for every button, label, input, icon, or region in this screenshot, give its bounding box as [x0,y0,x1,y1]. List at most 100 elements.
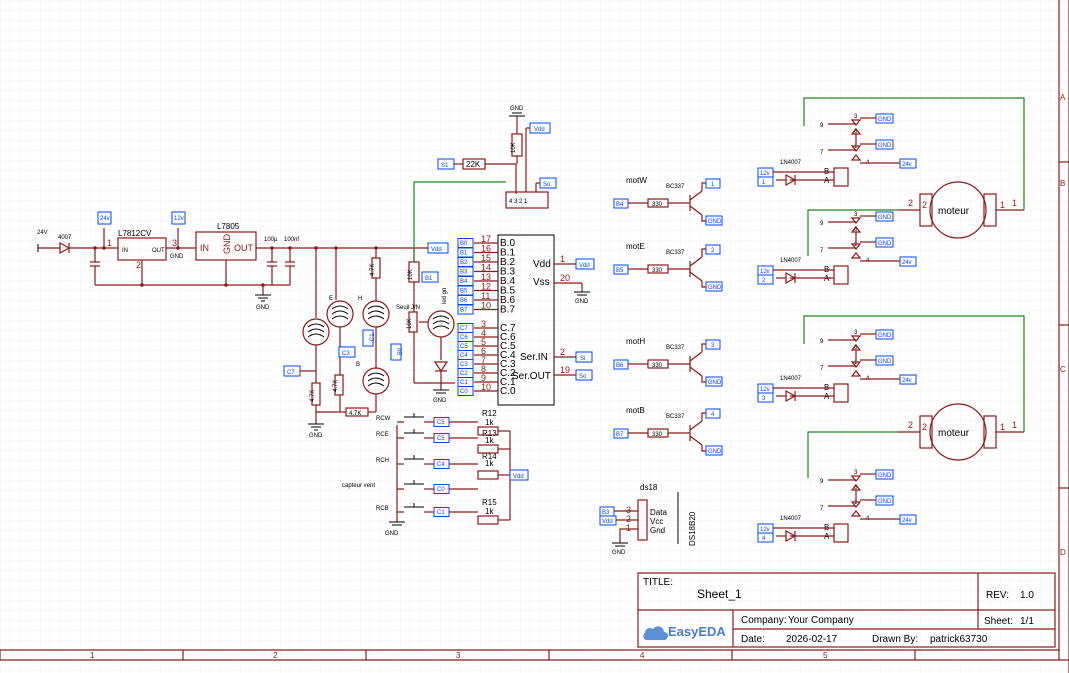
title-label: TITLE: [643,577,673,588]
relay-3-in-text: 4 [762,536,766,542]
reg2-out-label: OUT [234,243,254,253]
date-value: 2026-02-17 [786,634,838,645]
reg1-pin1: 1 [107,238,112,248]
net-vdd-ic-text: Vdd [579,263,590,269]
relay-3-contact-a [850,475,862,482]
relay-0-gnd-flag-2 [875,139,894,150]
driver-transistor-1: BC337 [666,250,685,256]
net-c1-text: C1 [370,333,376,341]
ic-pin-num-7: 10 [481,301,491,311]
sensor-h-label: H [358,296,362,302]
btn-gnd-label: GND [385,531,399,537]
motor-pin-l-0: 2 [908,198,913,208]
relay-0-24v-flag [899,158,917,169]
relay-3-pin-1: 1 [854,500,858,506]
button-label-2: RCH [376,458,389,464]
ic-vss-num: 20 [560,273,570,283]
connector-4pin [505,191,549,209]
temperature-sensor: ds18 Data Vcc Gnd DS18B20 3 2 1 B3 Vdd G… [599,483,697,556]
ic-pin-name-15: C.0 [500,386,516,397]
relay-2-pin-9: 9 [820,339,824,345]
relay-1-diode-label: 1N4007 [780,258,802,264]
driver-r-3: 330 [652,432,663,438]
relay-1-pin-1: 1 [854,242,858,248]
driver-out-text-3: 4 [711,412,715,418]
driver-title-3: motB [626,406,645,415]
relay-0-in-flag [757,176,774,187]
ic-net-flag-15 [457,386,474,396]
sheet-label: Sheet: [984,616,1013,627]
relay-2-24v-flag [899,374,917,385]
r15-label: R15 [482,498,497,507]
relay-1-12v-text: 12v [760,269,770,275]
net-c3-text: C3 [342,351,350,357]
company-label: Company: [741,615,787,626]
ic-gnd-label: GND [575,299,589,305]
button-net-text-2: C4 [437,462,445,468]
relay-3-gnd-text-1: GND [878,473,892,479]
driver-gnd-text-1: GND [708,285,722,291]
driver-out-text-2: 3 [711,343,715,349]
relay-1-24v-text: 24v [902,260,912,266]
r2-label: 4.7K [370,264,376,276]
frame-col-4: 4 [640,651,645,660]
cap2-label: 100nf [284,237,299,243]
ic-net-text-3: B3 [460,270,468,276]
reg1-out-label: OUT [152,248,165,254]
ic-net-text-10: C5 [460,344,468,350]
relay-2-in-flag [757,392,774,403]
rev-label: REV: [986,590,1009,601]
ic-net-text-6: B6 [460,298,468,304]
net-b0-text: B0 [398,347,404,355]
ic-pin-name-12: C.3 [500,359,516,370]
r12-label: R12 [482,409,497,418]
ic-vdd-num: 1 [560,254,565,264]
ic-serin-label: Ser.IN [520,352,548,363]
net-vdd-ic-flag [575,258,595,270]
reg2-gnd-label: GND [222,234,232,255]
relay-2-gnd-text-1: GND [878,333,892,339]
relay-1-gnd-flag-1 [875,211,894,222]
driver-gnd-flag-2 [705,376,723,387]
relay-3-gnd-flag-2 [875,495,894,506]
resistor-4k7-e [334,374,344,396]
driver-out-text-1: 2 [711,248,715,254]
ic-net-text-14: C1 [460,380,468,386]
net-24v-flag [97,211,112,225]
driver-title-2: motH [626,337,645,346]
ic-pin-name-11: C.4 [500,350,516,361]
ds18-part: DS18B20 [688,511,697,546]
relay-1-pin-3: 3 [854,212,858,218]
relay-3-in-flag [757,532,774,543]
motor-pin-r-0: 1 [1012,198,1017,208]
ds18-pin-vcc: Vcc [650,517,663,526]
r15-value: 1k [485,507,494,516]
button-net-text-3: C0 [437,487,445,493]
ic-net-text-11: C4 [460,353,468,359]
button-label-3: capteur vent [342,483,375,489]
net-vdd-flag [427,242,449,254]
relay-1-24v-flag [899,256,917,267]
reg1-in-label: IN [122,248,128,254]
relay-2-in-text: 3 [762,396,766,402]
sensor-e-label: E [329,296,333,302]
ic-net-text-5: B5 [460,289,468,295]
frame-row-a: A [1060,93,1066,102]
relay-0-pin-7: 7 [820,150,824,156]
relay-0-12v-text: 12v [760,171,770,177]
pot-r-label: 10K [511,142,517,153]
ic-pin-num-12: 7 [481,355,486,365]
button-net-text-1: C5 [437,436,445,442]
ic-net-text-15: C0 [460,389,468,395]
net-s1-text: S1 [441,163,449,169]
ic-net-text-1: B1 [460,251,468,257]
motor-pin-l-in-0: 2 [922,200,927,210]
driver-out-flag-1 [705,244,721,255]
driver-title-0: motW [626,176,647,185]
title-value: Sheet_1 [697,587,742,601]
input-diode-label: 4007 [58,235,72,241]
pot-gnd-label: GND [510,106,524,112]
sensor-b-label: B [356,362,360,368]
